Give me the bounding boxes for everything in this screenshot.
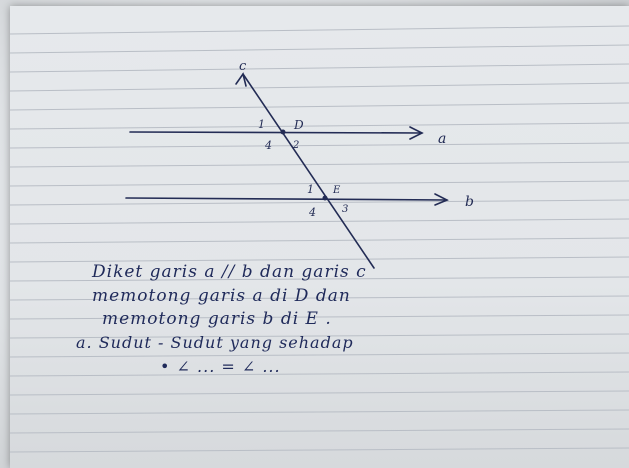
- label-angle-4-top: 4: [264, 139, 272, 152]
- label-angle-1-bottom: 1: [307, 183, 314, 196]
- label-angle-1-top: 1: [258, 118, 265, 131]
- label-line-a: a: [438, 131, 446, 147]
- text-line-5: • ∠ ... = ∠ ...: [160, 357, 281, 376]
- arrowhead-c: [235, 72, 247, 87]
- text-line-1: Diket garis a // b dan garis c: [92, 262, 367, 282]
- text-line-2: memotong garis a di D dan: [92, 286, 351, 306]
- notebook-page: c a b 1 D 4 2 1 E 4 3 Diket garis a // b…: [10, 6, 629, 468]
- geometry-diagram: c a b 1 D 4 2 1 E 4 3: [125, 59, 474, 269]
- label-angle-3-bottom: 3: [342, 204, 348, 215]
- label-line-b: b: [465, 194, 474, 210]
- label-angle-2-top: 2: [292, 140, 299, 151]
- label-point-e: E: [332, 185, 341, 196]
- point-d: [280, 129, 286, 135]
- arrowhead-a: [409, 126, 424, 140]
- text-line-3: memotong garis b di E .: [102, 309, 332, 329]
- text-line-4: a. Sudut - Sudut yang sehadap: [76, 333, 354, 352]
- arrowhead-b: [434, 193, 449, 206]
- label-line-c: c: [239, 59, 247, 74]
- line-c: [242, 73, 375, 269]
- label-point-d: D: [293, 118, 304, 132]
- label-angle-4-bottom: 4: [308, 206, 316, 219]
- point-e: [322, 195, 328, 201]
- line-b: [125, 197, 448, 201]
- ruled-lines: [10, 25, 629, 453]
- line-a: [129, 131, 423, 134]
